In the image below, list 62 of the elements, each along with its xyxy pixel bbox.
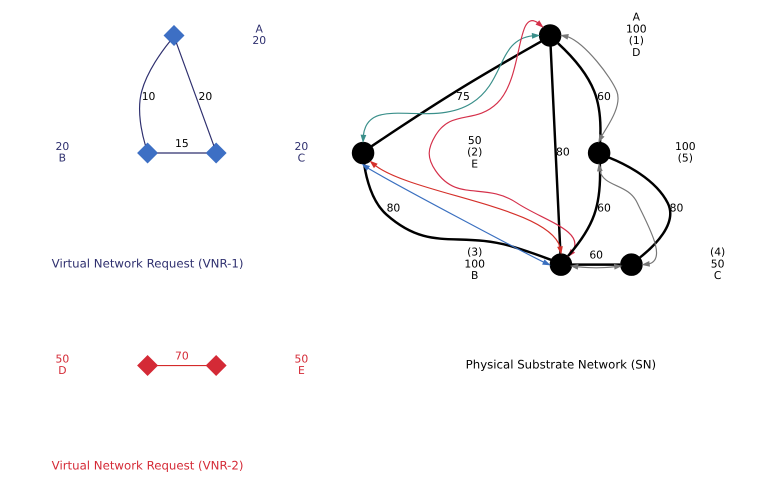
node-label: B — [470, 269, 478, 282]
node-diamond — [136, 142, 158, 164]
edge-label: 80 — [669, 202, 683, 215]
label: Virtual Network Request (VNR-1) — [51, 256, 243, 271]
node-label: (4) — [710, 246, 725, 259]
edge-label: 75 — [456, 90, 470, 103]
edge-label: 60 — [596, 202, 610, 215]
node-label: B — [58, 152, 66, 165]
label: Physical Substrate Network (SN) — [465, 358, 656, 372]
connector — [156, 152, 206, 154]
node-circle — [587, 142, 610, 164]
edge-label: 15 — [174, 136, 188, 150]
node-label: E — [470, 157, 478, 170]
node-label: 50 — [294, 352, 308, 366]
edge-label: 10 — [141, 90, 155, 103]
node-label: C — [297, 152, 305, 165]
node-diamond — [136, 355, 158, 376]
node-diamond — [205, 355, 226, 376]
connector — [138, 41, 170, 146]
edge-label: 60 — [596, 90, 610, 103]
node-label: 20 — [294, 140, 308, 153]
arrow — [360, 32, 540, 143]
node-label: 100 — [626, 22, 646, 36]
connector — [608, 156, 671, 258]
node-label: 100 — [674, 140, 696, 153]
edge-label: 80 — [386, 202, 400, 215]
node-label: 50 — [55, 352, 69, 366]
node-label: A — [632, 10, 640, 24]
node-diamond — [163, 24, 184, 46]
connector — [156, 364, 206, 366]
node-label: 100 — [464, 257, 485, 270]
arrow — [569, 264, 622, 270]
node-circle — [549, 253, 572, 276]
node-label: 20 — [252, 34, 266, 48]
connector — [548, 46, 562, 254]
node-circle — [538, 24, 561, 47]
node-label: 20 — [55, 140, 69, 153]
node-diamond — [205, 142, 226, 164]
arrow — [596, 162, 657, 267]
edge-label: 60 — [588, 248, 603, 262]
edge-label: 70 — [174, 349, 188, 362]
node-circle — [351, 142, 374, 164]
arrow — [560, 34, 618, 143]
node-label: C — [713, 269, 721, 282]
node-label: D — [58, 364, 66, 378]
edge-label: 20 — [198, 90, 212, 103]
connector — [370, 40, 542, 148]
connector — [556, 42, 602, 142]
node-circle — [620, 253, 642, 276]
node-label: A — [255, 22, 262, 36]
connector — [571, 263, 620, 266]
connector — [175, 42, 214, 146]
node-label: 50 — [467, 134, 482, 147]
node-label: (3) — [466, 246, 482, 259]
node-label: D — [632, 46, 640, 59]
node-label: 50 — [710, 257, 724, 270]
node-label: (2) — [466, 146, 482, 159]
node-label: (5) — [677, 152, 692, 165]
label: Virtual Network Request (VNR-2) — [51, 458, 243, 472]
node-label: E — [297, 364, 304, 378]
arrow — [369, 160, 562, 255]
node-label: (1) — [628, 34, 644, 48]
